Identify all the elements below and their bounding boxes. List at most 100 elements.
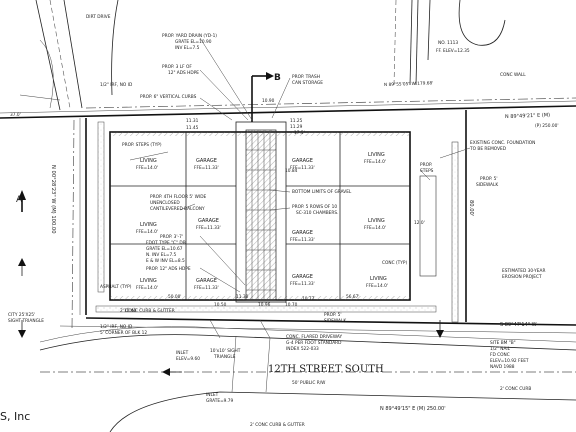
trash-label-2: CAN STORAGE [292, 80, 323, 86]
fdot-label-3: N. INV EL=7.5 [146, 252, 177, 258]
right-of-way: 50' PUBLIC R/W [292, 380, 326, 386]
flared-driveway-1: CONC. FLARED DRIVEWAY [286, 334, 342, 340]
fdot-label-2: GRATE EL=10.67 [146, 246, 183, 252]
conc-typ-label: CONC (TYP) [382, 260, 407, 266]
el-1050: 10.50 [214, 302, 227, 308]
el-1090: 10.90 [262, 98, 275, 104]
el-1129: 11.29 [290, 124, 303, 130]
bearing-east: N 89°49'21" E (M) [505, 112, 550, 120]
sidewalk-right-label: PROP. 5' [480, 176, 498, 182]
dim-175: 17.5' [294, 130, 305, 136]
west-property-line [71, 118, 87, 331]
curb-gutter [95, 121, 437, 313]
bearing-west: N 00°28'23" W (M) 100.00 [50, 165, 56, 234]
dist-80: 80.00' [468, 200, 474, 216]
fdot-label-1: FDOT TYPE "C" DB [146, 240, 186, 246]
living-1-ffe: FFE=14.0' [136, 165, 158, 171]
to-be-removed-label: TO BE REMOVED [469, 146, 507, 152]
flow-arrow-icons [18, 258, 444, 376]
pipe-3-label: PROP. 3 LF OF [162, 64, 192, 70]
estimated-30yr-label: ESTIMATED 30-YEAR [502, 268, 545, 274]
callout-leaders [129, 37, 471, 293]
site-bm-4: ELEV=10.92 FEET [490, 358, 529, 364]
pipe-3b-label: 12" ADS HDPE [168, 70, 199, 76]
dim-12: 12.0' [414, 220, 425, 226]
living-3-ffe: FFE=14.0' [136, 285, 158, 291]
iron-rod-label-2: 5' CORNER OF BLK 12 [100, 330, 147, 336]
trash-label: PROP. TRASH [292, 74, 320, 80]
dist-50: 50.00' [168, 294, 181, 300]
prop-37-label: PROP. 3'-7' [160, 234, 183, 240]
dist-250-p: (P) 250.00' [535, 123, 559, 129]
living-6-ffe: FFE=14.0' [366, 283, 388, 289]
east-sidewalk [419, 141, 459, 323]
garage-3: GARAGE [196, 278, 217, 284]
city-triangle-label-2: SIGHT TRIANGLE [8, 318, 44, 324]
flared-driveway-3: INDEX 522-033 [286, 346, 319, 352]
garage-4: GARAGE [292, 158, 313, 164]
inlet-grate-label: INLET [206, 392, 219, 398]
yard-drain-inv: INV EL=7.5 [175, 45, 200, 51]
existing-conc-label: EXISTING CONC. FOUNDATION [470, 140, 535, 146]
north-arrow-icon [18, 190, 26, 212]
site-bm-1: SITE BM "B" [490, 340, 516, 346]
bearing-south: S 89°47'14" W [500, 322, 537, 328]
sidewalk-right-label-2: SIDEWALK [476, 182, 498, 188]
conc-wall-label: CONC WALL [500, 72, 526, 78]
inlet-elev: ELEV=9.60 [176, 356, 200, 362]
iron-rod-north: 1/2" IRF, NO ID [100, 82, 133, 88]
garage-1-ffe: FFE=11.33' [194, 165, 219, 171]
balcony-label-1: PROP. 4TH FLOOR 5' WIDE [150, 194, 207, 200]
sidewalk-south-label-2: SIDEWALK [324, 318, 346, 324]
section-b-label: B [274, 73, 281, 83]
living-4-ffe: FFE=14.0' [364, 159, 386, 165]
inlet-label: INLET [176, 350, 189, 356]
garage-5-ffe: FFE=11.33' [290, 237, 315, 243]
northwest-roadway [19, 0, 119, 111]
el-1070: 10.70 [285, 302, 298, 308]
sight-triangle-label-1: 10'x10' SIGHT [210, 348, 241, 354]
yard-drain-grate: GRATE EL=10.90 [175, 39, 212, 45]
garage-6: GARAGE [292, 274, 313, 280]
el-1125: 11.25 [290, 118, 303, 124]
conc-curb-se: 2' CONC CURB [500, 386, 531, 392]
el-1130: 11.30 [236, 294, 249, 300]
city-triangle-label: CITY 25'X25' [8, 312, 35, 318]
dirt-drive-label: DIRT DRIVE [86, 14, 111, 20]
north-property-line [0, 97, 576, 119]
el-1084: 10.84 [285, 168, 298, 174]
street-area [39, 319, 576, 432]
yard-drain-label: PROP. YARD DRAIN (YD-1) [162, 33, 217, 39]
stormwater-chambers [235, 121, 287, 303]
site-bm-3: FD CONC [490, 352, 510, 358]
el-1096: 10.96 [258, 302, 271, 308]
living-1: LIVING [140, 158, 157, 164]
living-2: LIVING [140, 222, 157, 228]
vertical-curbs-label: PROP. 6" VERTICAL CURBS [140, 94, 197, 100]
erosion-label: EROSION PROJECT [502, 274, 542, 280]
asphalt-label: ASPHALT (TYP) [100, 284, 132, 290]
site-bm-2: 1/2" NAIL [490, 346, 511, 352]
east-road-lines [393, 0, 506, 86]
el-1145: 11.45 [186, 125, 199, 131]
bearing-north: N 89°55'05" W 179.68' [384, 80, 434, 88]
el-1077: 10.77 [302, 296, 315, 302]
garage-5: GARAGE [292, 230, 313, 236]
living-3: LIVING [140, 278, 157, 284]
gravel-limits-label: BOTTOM LIMITS OF GRAVEL [292, 189, 352, 195]
inlet-grate-elev: GRATE=9.79 [206, 398, 234, 404]
garage-4-ffe: FFE=11.33' [290, 165, 315, 171]
street-name: 12TH STREET SOUTH [268, 364, 384, 375]
living-4: LIVING [368, 152, 385, 158]
site-bm-5: NAVD 1988 [490, 364, 515, 370]
iron-rod-label: 1/2" IRF, NO ID [100, 324, 133, 330]
section-b-marker [251, 72, 274, 122]
steps-right-label: PROP. [420, 162, 432, 168]
garage-2: GARAGE [198, 218, 219, 224]
curb-gutter-south: 2' CONC CURB & GUTTER [250, 422, 305, 428]
living-6: LIVING [370, 276, 387, 282]
lot-number: NO. 1113 [438, 40, 458, 46]
lot-ffe: FF. ELEV=12.35 [436, 48, 470, 54]
sidewalk-south-label: PROP. 5' [324, 312, 342, 318]
